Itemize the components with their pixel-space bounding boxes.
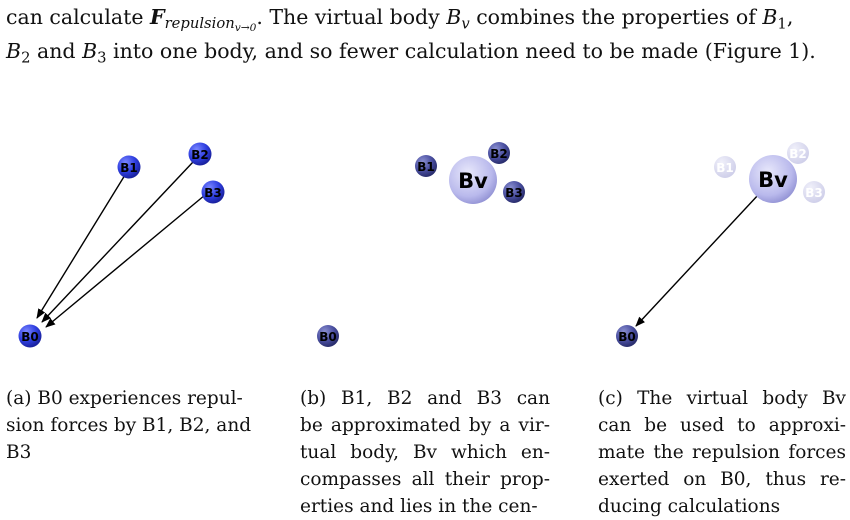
svg-text:B1: B1	[716, 161, 734, 175]
caption-a: (a) B0 experiences repul- sion forces by…	[6, 388, 252, 463]
body-bv: Bv	[749, 155, 797, 203]
arrow-bv-to-b0	[635, 193, 760, 327]
paragraph-line-2: B2 and B3 into one body, and so fewer ca…	[6, 39, 816, 67]
svg-text:B0: B0	[21, 330, 39, 344]
body-b2: B2	[188, 142, 212, 166]
svg-text:B3: B3	[204, 186, 222, 200]
body-paragraph: can calculate Frepulsionv→0. The virtual…	[6, 0, 846, 68]
body-b3: B3	[201, 180, 225, 204]
svg-text:Bv: Bv	[458, 169, 488, 193]
force-symbol: F	[150, 5, 165, 29]
body-b1-faded: B1	[714, 156, 736, 178]
svg-text:B2: B2	[789, 147, 807, 161]
arrow-b2-to-b0	[41, 161, 194, 323]
body-b2-faded: B2	[787, 142, 809, 164]
svg-text:B2: B2	[490, 147, 508, 161]
svg-text:B0: B0	[618, 330, 636, 344]
caption-c: (c) The virtual body Bv can be used to a…	[598, 388, 846, 517]
body-b3: B3	[503, 181, 525, 203]
body-bv: Bv	[449, 156, 497, 204]
body-b0: B0	[18, 324, 42, 348]
figure-1: B1 B2 B3 B0 Bv B1 B2 B3	[18, 142, 825, 348]
svg-text:B1: B1	[417, 160, 435, 174]
body-b3-faded: B3	[803, 181, 825, 203]
paragraph-line-1: can calculate Frepulsionv→0. The virtual…	[6, 5, 794, 35]
body-b1: B1	[117, 155, 141, 179]
svg-text:B2: B2	[191, 148, 209, 162]
svg-text:B0: B0	[319, 330, 337, 344]
svg-text:B3: B3	[505, 186, 523, 200]
panel-a: B1 B2 B3 B0	[18, 142, 225, 348]
panel-b: Bv B1 B2 B3 B0	[317, 142, 525, 347]
arrow-b3-to-b0	[45, 194, 206, 328]
svg-text:B3: B3	[805, 186, 823, 200]
svg-text:Bv: Bv	[758, 168, 788, 192]
svg-text:B1: B1	[120, 161, 138, 175]
panel-c: B1 B2 B3 Bv B0	[616, 142, 825, 347]
body-b2: B2	[488, 142, 510, 164]
body-b0: B0	[317, 325, 339, 347]
caption-b: (b) B1, B2 and B3 can be approximated by…	[300, 388, 550, 517]
body-b0: B0	[616, 325, 638, 347]
arrow-b1-to-b0	[36, 174, 126, 319]
body-b1: B1	[415, 155, 437, 177]
